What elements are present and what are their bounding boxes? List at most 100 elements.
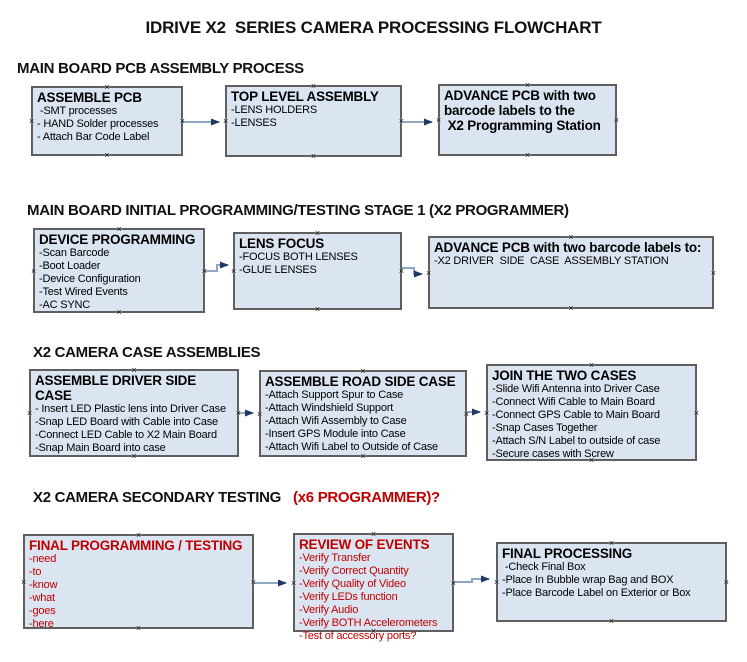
anchor-x-icon: × (179, 116, 185, 126)
section-header: MAIN BOARD INITIAL PROGRAMMING/TESTING S… (27, 202, 569, 219)
anchor-x-icon: × (524, 150, 531, 160)
anchor-x-icon: × (436, 115, 442, 125)
page-title: IDRIVE X2 SERIES CAMERA PROCESSING FLOWC… (145, 18, 602, 37)
box-title: ASSEMBLE ROAD SIDE CASE (265, 374, 456, 389)
box-item: -Connect Wifi Cable to Main Board (492, 396, 655, 408)
anchor-x-icon: × (398, 116, 404, 126)
anchor-x-icon: × (484, 407, 490, 418)
box-item: -Slide Wifi Antenna into Driver Case (492, 383, 660, 395)
box-item: -Snap Cases Together (492, 422, 598, 434)
box-item: -Check Final Box (502, 561, 586, 573)
anchor-x-icon: × (723, 577, 729, 587)
anchor-x-icon: × (223, 116, 229, 126)
section-header: X2 CAMERA SECONDARY TESTING (x6 PROGRAMME… (33, 489, 440, 506)
anchor-x-icon: × (568, 303, 574, 313)
anchor-x-icon: × (104, 150, 110, 160)
flow-box-top-level-assembly: TOP LEVEL ASSEMBLY-LENS HOLDERS-LENSES××… (223, 82, 404, 161)
anchor-x-icon: × (29, 116, 35, 126)
box-item: - HAND Solder processes (37, 118, 159, 130)
section-header-text: X2 CAMERA CASE ASSEMBLIES (33, 344, 261, 361)
box-title: LENS FOCUS (239, 236, 325, 251)
section-header-text: X2 CAMERA SECONDARY TESTING (33, 489, 282, 506)
flow-arrow (454, 575, 490, 583)
box-item: -Place In Bubble wrap Bag and BOX (502, 574, 674, 586)
anchor-x-icon: × (27, 408, 33, 418)
box-title: FINAL PROCESSING (502, 546, 633, 561)
flow-box-lens-focus: LENS FOCUS-FOCUS BOTH LENSES-GLUE LENSES… (231, 229, 404, 314)
section-header-text: MAIN BOARD PCB ASSEMBLY PROCESS (17, 60, 304, 77)
box-title: TOP LEVEL ASSEMBLY (231, 89, 379, 104)
box-item: -Connect GPS Cable to Main Board (492, 409, 660, 421)
box-item: -Device Configuration (39, 273, 141, 285)
box-title: ADVANCE PCB with two barcode labels to: (434, 240, 702, 255)
flow-box-final-processing: FINAL PROCESSING -Check Final Box-Place … (494, 539, 729, 626)
box-item: - Insert LED Plastic lens into Driver Ca… (35, 403, 226, 415)
flow-arrow (402, 267, 423, 278)
anchor-x-icon: × (398, 266, 404, 276)
box-item: -SMT processes (37, 105, 117, 117)
box-title: ASSEMBLE DRIVER SIDE CASE (35, 373, 200, 403)
flow-box-advance-pcb-with-two: ADVANCE PCB with two barcode labels to t… (436, 81, 619, 160)
flow-box-review-of-events: REVIEW OF EVENTS-Verify Transfer-Verify … (291, 530, 456, 643)
box-item: -Attach Wifi Label to Outside of Case (265, 441, 438, 453)
anchor-x-icon: × (450, 577, 456, 588)
anchor-x-icon: × (613, 115, 619, 125)
box-item: -Verify Quality of Video (299, 578, 406, 590)
box-item: -Test of accessory ports? (299, 630, 417, 642)
anchor-x-icon: × (494, 577, 500, 587)
box-title: DEVICE PROGRAMMING (39, 232, 196, 247)
box-item: -Snap Main Board into case (35, 442, 166, 454)
anchor-x-icon: × (426, 267, 432, 278)
anchor-x-icon: × (291, 577, 297, 588)
box-item: -AC SYNC (39, 299, 90, 311)
anchor-x-icon: × (201, 265, 207, 276)
box-title: FINAL PROGRAMMING / TESTING (29, 538, 243, 553)
section-header: MAIN BOARD PCB ASSEMBLY PROCESS (17, 60, 304, 77)
box-item: -goes (29, 605, 56, 617)
box-item: -know (29, 579, 58, 591)
box-item: -LENS HOLDERS (231, 104, 318, 116)
flow-box-final-programming-testing: FINAL PROGRAMMING / TESTING-need-to-know… (21, 531, 256, 633)
flow-box-assemble-road-side-case: ASSEMBLE ROAD SIDE CASE-Attach Support S… (257, 367, 469, 461)
box-item: -Snap LED Board with Cable into Case (35, 416, 218, 428)
anchor-x-icon: × (31, 265, 37, 276)
box-item: -Verify LEDs function (299, 591, 398, 603)
box-item: -Verify Correct Quantity (299, 565, 409, 577)
section-header-suffix: (x6 PROGRAMMER)? (293, 489, 440, 506)
anchor-x-icon: × (608, 616, 615, 626)
box-item: -Attach S/N Label to outside of case (492, 435, 661, 447)
box-item: -Place Barcode Label on Exterior or Box (502, 587, 691, 599)
box-item: -Scan Barcode (39, 247, 110, 259)
box-item: -Test Wired Events (39, 286, 128, 298)
anchor-x-icon: × (231, 266, 237, 276)
anchor-x-icon: × (710, 267, 716, 278)
box-item: -FOCUS BOTH LENSES (239, 251, 358, 263)
anchor-x-icon: × (21, 576, 27, 587)
box-item: -LENSES (231, 117, 277, 129)
box-item: -need (29, 553, 57, 565)
flow-box-device-programming: DEVICE PROGRAMMING-Scan Barcode-Boot Loa… (31, 225, 207, 317)
box-item: -Insert GPS Module into Case (265, 428, 406, 440)
box-title: JOIN THE TWO CASES (492, 368, 637, 383)
anchor-x-icon: × (250, 576, 256, 587)
flow-arrow (205, 261, 229, 272)
box-item: -to (29, 566, 42, 578)
box-item: -GLUE LENSES (239, 264, 317, 276)
box-item: -X2 DRIVER SIDE CASE ASSEMBLY STATION (434, 255, 669, 267)
anchor-x-icon: × (314, 304, 321, 314)
section-header-text: MAIN BOARD INITIAL PROGRAMMING/TESTING S… (27, 202, 569, 219)
flow-box-assemble-pcb: ASSEMBLE PCB -SMT processes- HAND Solder… (29, 83, 185, 160)
box-item: -Attach Support Spur to Case (265, 389, 404, 401)
anchor-x-icon: × (257, 408, 263, 419)
box-item: -Attach Windshield Support (265, 402, 394, 414)
anchor-x-icon: × (310, 151, 317, 161)
flow-box-advance-pcb-with-two: ADVANCE PCB with two barcode labels to:-… (426, 233, 716, 313)
box-title: REVIEW OF EVENTS (299, 537, 430, 552)
box-item: -Verify Audio (299, 604, 359, 616)
flow-box-join-the-two-cases: JOIN THE TWO CASES-Slide Wifi Antenna in… (484, 361, 699, 465)
box-item: -Boot Loader (39, 260, 101, 272)
anchor-x-icon: × (693, 407, 699, 418)
box-item: -Verify Transfer (299, 552, 371, 564)
anchor-x-icon: × (235, 408, 241, 418)
